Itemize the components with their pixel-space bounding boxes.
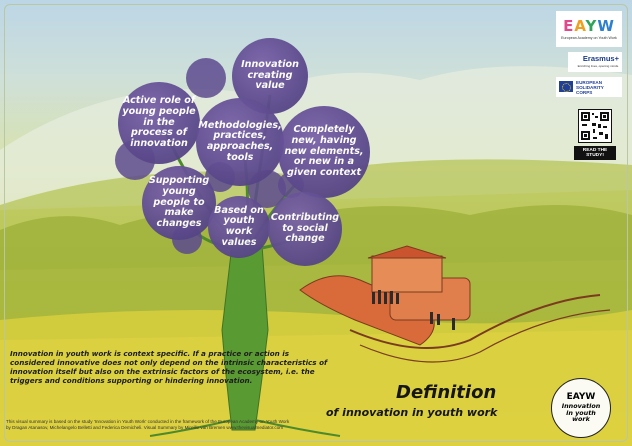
bubble-methodologies: Methodologies, practices, approaches, to… (196, 98, 284, 186)
bubble-completely-new: Completely new, having new elements, or … (278, 106, 370, 198)
bubble-young-people-changes-text: Supporting young people to make changes (148, 175, 210, 230)
bubble-social-change-text: Contributing to social change (270, 211, 340, 245)
eu-flag-icon (559, 81, 573, 92)
meadow (0, 310, 632, 446)
bubble-completely-new-text: Completely new, having new elements, or … (284, 124, 364, 179)
page-title: Definition (396, 382, 497, 403)
eayw-logo-subtitle: European Academy on Youth Work (561, 35, 617, 40)
bubble-active-role: Active role of young people in the proce… (118, 82, 200, 164)
body-paragraph: Innovation in youth work is context spec… (10, 349, 328, 385)
footnote: This visual summary is based on the stud… (6, 419, 436, 430)
decorative-bubble (186, 58, 226, 98)
read-the-study-label[interactable]: READ THE STUDY! (574, 146, 616, 160)
qr-code-icon[interactable] (578, 109, 612, 143)
page-subtitle: of innovation in youth work (326, 406, 498, 419)
esc-logo-text: EUROPEAN SOLIDARITY CORPS (576, 80, 604, 96)
badge-subtitle: Innovation in youth work (561, 401, 601, 424)
road-edge (359, 309, 611, 363)
station-building (367, 245, 447, 293)
crowd (372, 290, 455, 330)
erasmus-logo-tagline: Enriching lives, opening minds. (577, 64, 619, 68)
winding-road (349, 294, 601, 349)
bubble-active-role-text: Active role of young people in the proce… (122, 95, 196, 150)
bubble-youth-work-values-text: Based on youth work values (214, 204, 264, 248)
footnote-line-2: by Dragan Atanasov, Michelangelo Bellett… (6, 424, 284, 430)
footnote-line-1: This visual summary is based on the stud… (6, 419, 290, 424)
forest-band (0, 205, 632, 340)
tree-trunk (221, 244, 269, 431)
bubble-youth-work-values: Based on youth work values (208, 196, 270, 258)
tree-roots (149, 419, 341, 437)
bubble-creating-value-text: Innovation creating value (241, 58, 299, 92)
bubble-young-people-changes: Supporting young people to make changes (142, 166, 216, 240)
eayw-badge: EAYW Innovation in youth work (551, 378, 611, 438)
bubble-social-change: Contributing to social change (268, 192, 342, 266)
eayw-logo-text: EAYW (563, 16, 615, 35)
esc-logo: EUROPEAN SOLIDARITY CORPS (556, 77, 622, 97)
erasmus-logo-text: Erasmus+ (582, 54, 619, 63)
badge-title: EAYW (566, 391, 596, 402)
eayw-logo: EAYW European Academy on Youth Work (556, 11, 622, 47)
bubble-methodologies-text: Methodologies, practices, approaches, to… (198, 119, 282, 163)
erasmus-logo: Erasmus+ Enriching lives, opening minds. (568, 52, 622, 72)
